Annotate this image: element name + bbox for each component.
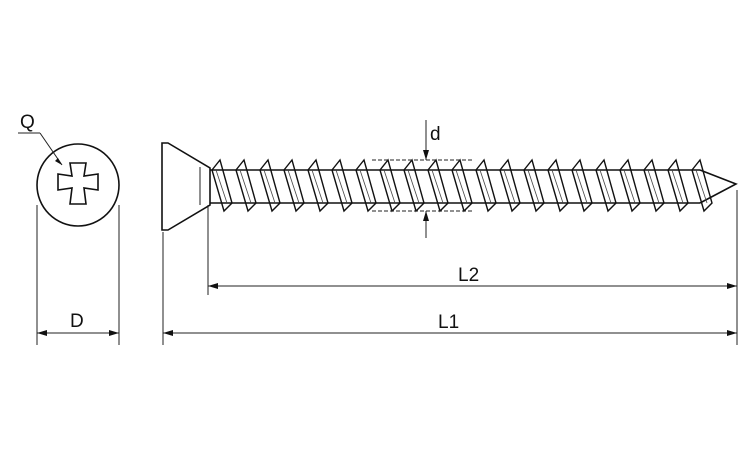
l2-arrow-right: [727, 283, 737, 289]
phillips-recess-icon: [57, 162, 99, 205]
thread-root-line: [311, 169, 324, 204]
thread-crest: [595, 158, 617, 213]
head-diameter-label: D: [70, 311, 84, 332]
thread-root-line: [647, 169, 660, 204]
thread-crest: [547, 158, 569, 213]
thread-length-dimension: L2: [207, 190, 738, 345]
thread-root-line: [431, 169, 444, 204]
thread-root-line: [263, 169, 276, 204]
thread-crest: [211, 158, 233, 213]
thread-crest: [379, 158, 401, 213]
d-arrow-left: [37, 330, 47, 336]
thread-crest: [235, 158, 257, 213]
screw-side-view: [161, 142, 738, 231]
thread-root-line: [239, 169, 252, 204]
thread-crest: [355, 158, 377, 213]
thread-crest: [667, 158, 689, 213]
head-outline: [36, 143, 120, 227]
thread-root-line: [527, 169, 540, 204]
total-length-dimension: L1: [162, 232, 737, 345]
thread-crest: [331, 158, 353, 213]
thread-crest: [451, 158, 473, 213]
thread-crest: [523, 158, 545, 213]
thread-root-line: [503, 169, 516, 204]
head-diameter-dimension: D: [36, 205, 120, 345]
thread-crest: [643, 158, 665, 213]
screw-head: [161, 142, 211, 231]
d-arrow-right: [109, 330, 119, 336]
thread-root-line: [551, 169, 564, 204]
l1-arrow-left: [163, 330, 173, 336]
screw-tip: [699, 169, 738, 204]
thread-root-line: [599, 169, 612, 204]
thread-root-line: [623, 169, 636, 204]
thread-crest: [307, 158, 329, 213]
thread-root-line: [335, 169, 348, 204]
thread-root-line: [695, 169, 708, 204]
thread-root-line: [215, 169, 228, 204]
head-top-view: [36, 143, 120, 227]
thread-crest: [619, 158, 641, 213]
thread-root-line: [671, 169, 684, 204]
d-small-arrow-top: [423, 150, 429, 160]
recess-leader-arrow: [55, 158, 62, 165]
thread-length-label: L2: [458, 265, 479, 286]
thread-crest: [571, 158, 593, 213]
thread-crest: [691, 158, 713, 213]
l1-arrow-right: [727, 330, 737, 336]
thread-root-line: [407, 169, 420, 204]
recess-callout: Q: [18, 112, 63, 166]
thread-root-line: [287, 169, 300, 204]
thread-crest: [403, 158, 425, 213]
l2-arrow-left: [208, 283, 218, 289]
thread-crest: [475, 158, 497, 213]
thread-root-line: [479, 169, 492, 204]
thread-crest: [283, 158, 305, 213]
thread-crest: [259, 158, 281, 213]
thread-crest: [427, 158, 449, 213]
d-small-arrow-bottom: [423, 211, 429, 221]
screw-threads: [211, 158, 713, 213]
thread-root-line: [575, 169, 588, 204]
thread-diameter-dimension: d: [372, 120, 474, 238]
recess-label: Q: [20, 112, 35, 133]
thread-root-line: [455, 169, 468, 204]
thread-root-line: [359, 169, 372, 204]
thread-root-line: [383, 169, 396, 204]
thread-crest: [499, 158, 521, 213]
total-length-label: L1: [438, 312, 459, 333]
thread-diameter-label: d: [430, 124, 441, 145]
